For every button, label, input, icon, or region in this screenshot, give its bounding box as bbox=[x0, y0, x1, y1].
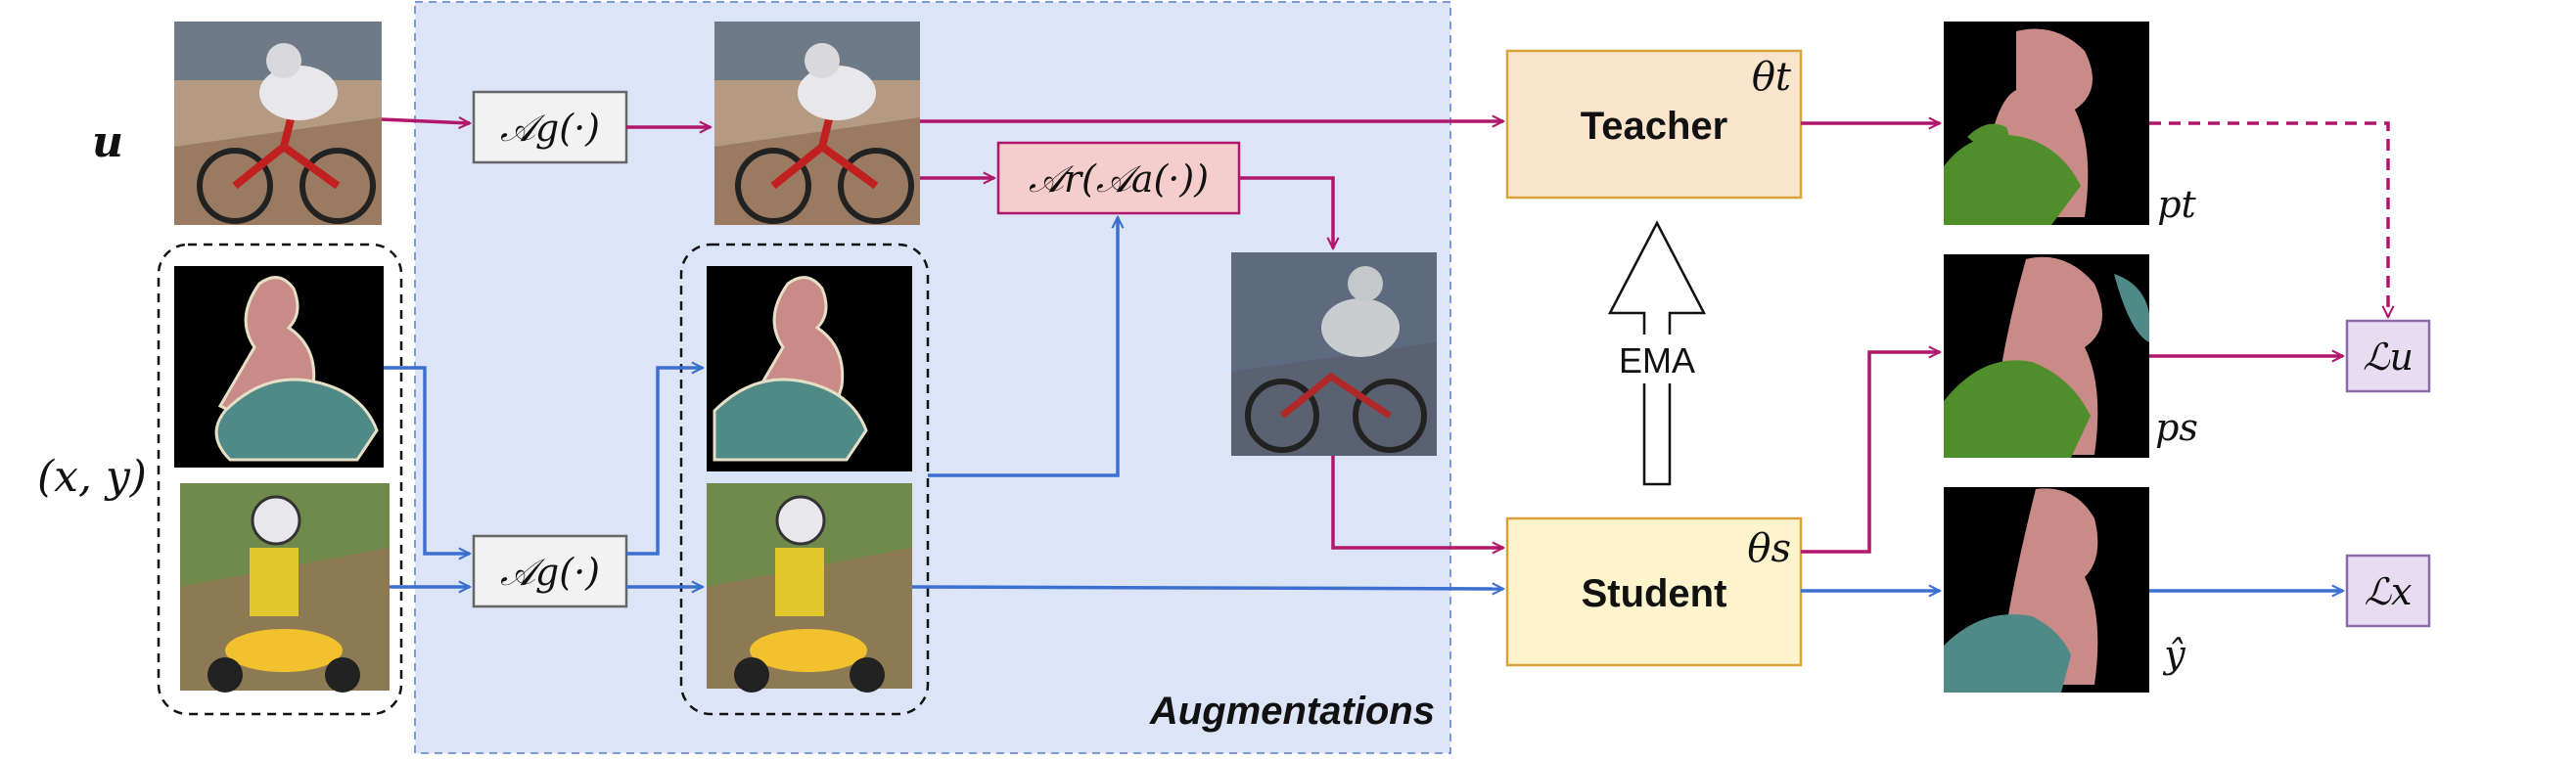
arrow-mixed-to-student bbox=[1331, 456, 1503, 548]
student-label: Student bbox=[1582, 572, 1727, 615]
student-param: θs bbox=[1747, 526, 1791, 571]
student-prediction-label: ps bbox=[2155, 406, 2198, 449]
ema-label: EMA bbox=[1619, 340, 1695, 380]
arrow-student-to-ps bbox=[1801, 352, 1940, 554]
augmented-labeled-image bbox=[707, 483, 912, 693]
labeled-mask bbox=[174, 266, 384, 468]
ground-truth-label: ŷ bbox=[2162, 633, 2185, 676]
mix-aug-box bbox=[996, 141, 1241, 215]
mix-aug-label: 𝒜r(𝒜a(·)) bbox=[1029, 157, 1209, 201]
labeled-image bbox=[180, 483, 390, 693]
arrow-ag-to-aug-y bbox=[626, 368, 703, 556]
unsupervised-loss-box bbox=[2345, 319, 2431, 393]
mixed-image bbox=[1231, 252, 1437, 456]
arrow-aug-x-to-student bbox=[911, 587, 1503, 589]
student-box bbox=[1505, 516, 1803, 667]
teacher-prediction-label: pt bbox=[2157, 183, 2196, 226]
arrow-mix-to-mixed bbox=[1239, 176, 1333, 248]
unlabeled-input-label: u bbox=[92, 117, 123, 167]
augmentations-label: Augmentations bbox=[1149, 690, 1435, 733]
arrow-y-to-ag bbox=[384, 366, 470, 554]
arrow-pt-to-lu-dashed bbox=[2149, 121, 2388, 317]
teacher-box bbox=[1505, 49, 1803, 200]
augmented-unlabeled-image bbox=[714, 22, 920, 225]
unsupervised-loss-label: ℒu bbox=[2363, 336, 2414, 379]
supervised-loss-label: ℒx bbox=[2365, 570, 2413, 613]
geometric-aug-label-top: 𝒜g(·) bbox=[500, 107, 600, 150]
augmented-labeled-mask bbox=[707, 266, 912, 471]
supervised-loss-box bbox=[2345, 554, 2431, 628]
geometric-aug-label-bottom: 𝒜g(·) bbox=[500, 551, 600, 594]
geometric-aug-box-bottom bbox=[472, 534, 628, 608]
student-prediction-mask bbox=[1944, 254, 2149, 458]
ground-truth-mask bbox=[1944, 487, 2149, 693]
geometric-aug-box-top bbox=[472, 90, 628, 164]
arrow-u-to-ag bbox=[381, 119, 470, 123]
teacher-param: θt bbox=[1752, 55, 1792, 100]
unlabeled-image bbox=[174, 22, 382, 225]
augmented-labeled-pair-group bbox=[679, 243, 930, 716]
ema-label-bg bbox=[1605, 335, 1709, 383]
arrow-aug-y-to-mix bbox=[928, 217, 1118, 477]
teacher-prediction-mask bbox=[1944, 22, 2149, 225]
teacher-label: Teacher bbox=[1581, 105, 1727, 148]
labeled-input-label: (x, y) bbox=[37, 452, 147, 502]
